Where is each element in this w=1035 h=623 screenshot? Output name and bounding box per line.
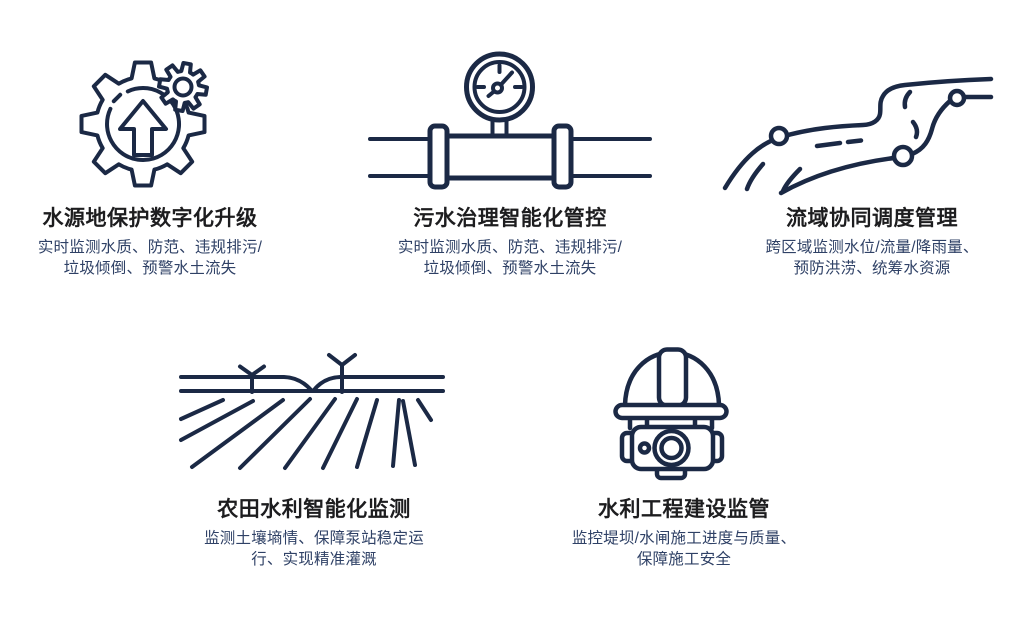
feature-description: 跨区域监测水位/流量/降雨量、 预防洪涝、统筹水资源 (765, 239, 979, 277)
river-monitoring-icon (722, 76, 994, 196)
sprinkler-2 (327, 353, 357, 394)
feature-title: 水源地保护数字化升级 (42, 207, 258, 230)
flow-curve-2 (910, 119, 920, 140)
flow-dashes (814, 138, 864, 149)
irrigation-line-top-left (179, 375, 313, 392)
shore-hatch-2 (780, 166, 803, 194)
sprinkler-1 (238, 364, 266, 394)
feature-description: 监测土壤墒情、保障泵站稳定运 行、实现精准灌溉 (204, 530, 424, 568)
feature-description: 实时监测水质、防范、违规排污/ 垃圾倾倒、预警水土流失 (397, 239, 623, 277)
gauge-inner-ring (472, 60, 527, 114)
helmet-camera-icon (613, 347, 729, 481)
gauge-ticks (475, 63, 524, 89)
inner-circle-arc (105, 86, 181, 162)
inner-circle-tick (111, 92, 123, 104)
helmet-brim (613, 402, 729, 421)
monitor-point-2 (891, 144, 915, 168)
pipe-lines (368, 137, 652, 178)
helmet-ridge (656, 347, 689, 408)
camera-body (629, 424, 716, 472)
feature-title: 水利工程建设监管 (598, 498, 770, 521)
feature-construction-supervision: 水利工程建设监管 监控堤坝/水闸施工进度与质量、 保障施工安全 (534, 495, 834, 570)
feature-basin-dispatch: 流域协同调度管理 跨区域监测水位/流量/降雨量、 预防洪涝、统筹水资源 (722, 204, 1022, 279)
mount-stubs (627, 414, 715, 431)
feature-source-protection: 水源地保护数字化升级 实时监测水质、防范、违规排污/ 垃圾倾倒、预警水土流失 (0, 204, 300, 279)
feature-sewage-control: 污水治理智能化管控 实时监测水质、防范、违规排污/ 垃圾倾倒、预警水土流失 (360, 204, 660, 279)
small-gear-hole (172, 76, 194, 98)
gear-upgrade-icon (79, 60, 209, 188)
river-bank-lower-left (778, 155, 897, 196)
feature-description: 监控堤坝/水闸施工进度与质量、 保障施工安全 (571, 530, 797, 568)
feature-title: 污水治理智能化管控 (413, 207, 607, 230)
pipe-flange-right (551, 123, 574, 190)
monitor-point-1 (768, 125, 790, 147)
camera-lens-outer (652, 428, 691, 468)
camera-indicator-dot (637, 441, 652, 455)
small-gear-shape (157, 61, 209, 113)
feature-title: 农田水利智能化监测 (217, 498, 411, 521)
feature-farmland-monitoring: 农田水利智能化监测 监测土壤墒情、保障泵站稳定运 行、实现精准灌溉 (164, 495, 464, 570)
river-bank-inner (909, 98, 953, 157)
pipeline-gauge-icon (368, 51, 652, 190)
pipe-flange-left (427, 123, 450, 190)
feature-description: 实时监测水质、防范、违规排污/ 垃圾倾倒、预警水土流失 (37, 239, 263, 277)
field-furrows (179, 397, 433, 470)
farm-field-sprinkler-icon (179, 353, 445, 470)
up-arrow-shape (118, 99, 168, 157)
monitor-point-3 (947, 88, 967, 108)
camera-lens-inner (659, 435, 684, 461)
flow-curve-1 (902, 89, 913, 110)
gauge-hub (491, 81, 504, 95)
shore-hatch-1 (744, 161, 766, 192)
irrigation-line-top-right (312, 375, 445, 392)
pipe-body (444, 133, 557, 181)
feature-title: 流域协同调度管理 (786, 207, 958, 230)
